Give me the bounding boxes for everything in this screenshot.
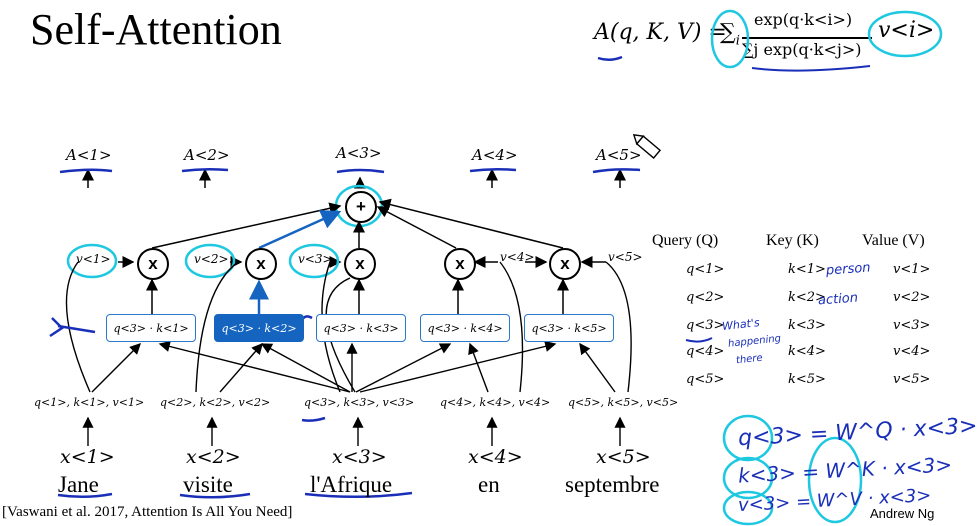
output-a3: A<3> [336, 144, 382, 162]
table-value-5: v<5> [893, 372, 931, 387]
dot-product-box-3: q<3> · k<3> [316, 314, 406, 342]
value-v2: v<2> [194, 252, 229, 266]
citation: [Vaswani et al. 2017, Attention Is All Y… [2, 504, 293, 520]
output-a5: A<5> [596, 146, 642, 164]
table-key-3: k<3> [788, 318, 826, 333]
formula-value: v<i> [878, 18, 935, 43]
table-key-2: k<2> [788, 290, 826, 305]
annotation-circle-value [867, 10, 943, 58]
note-action: action [817, 290, 859, 309]
input-x3: x<3> [332, 446, 387, 468]
multiply-node-2: x [245, 248, 277, 280]
table-value-2: v<2> [893, 290, 931, 305]
page-title: Self-Attention [30, 5, 282, 54]
table-query-3: q<3> [686, 318, 725, 333]
output-a4: A<4> [472, 146, 518, 164]
table-value-3: v<3> [893, 318, 931, 333]
pencil-icon [632, 134, 662, 159]
formula-fraction-bar [742, 37, 872, 39]
dot-product-box-1: q<3> · k<1> [106, 314, 196, 342]
table-query-5: q<5> [686, 372, 725, 387]
input-x5: x<5> [596, 446, 651, 468]
value-v4: v<4> [500, 250, 535, 264]
value-v3: v<3> [298, 252, 333, 266]
qkv-triple-1: q<1>, k<1>, v<1> [34, 396, 145, 409]
word-1: Jane [58, 472, 99, 497]
table-key-4: k<4> [788, 344, 826, 359]
note-person: person [825, 260, 872, 279]
value-v1: v<1> [76, 252, 111, 266]
attention-formula: A(q, K, V) = ∑i exp(q·k<i>) ∑j exp(q·k<j… [594, 10, 944, 72]
qkv-triple-2: q<2>, k<2>, v<2> [160, 396, 271, 409]
annotation-underline-a [597, 55, 623, 61]
table-header-value: Value (V) [862, 232, 925, 249]
table-key-1: k<1> [788, 262, 826, 277]
input-x1: x<1> [60, 446, 115, 468]
multiply-node-3: x [344, 248, 376, 280]
qkv-triple-3: q<3>, k<3>, v<3> [304, 396, 415, 409]
dot-product-box-5: q<3> · k<5> [524, 314, 614, 342]
author-credit: Andrew Ng [870, 506, 935, 521]
table-header-key: Key (K) [766, 232, 819, 249]
annotation-circle-sum [710, 9, 750, 69]
word-3: l'Afrique [310, 472, 393, 497]
multiply-node-4: x [444, 248, 476, 280]
table-value-4: v<4> [893, 344, 931, 359]
table-key-5: k<5> [788, 372, 826, 387]
dot-product-box-4: q<3> · k<4> [420, 314, 510, 342]
multiply-node-1: x [137, 248, 169, 280]
input-x2: x<2> [186, 446, 241, 468]
sum-node: + [345, 191, 377, 223]
value-v5: v<5> [608, 250, 643, 264]
formula-sum: ∑i [720, 20, 740, 49]
dot-product-box-2: q<3> · k<2> [214, 314, 304, 342]
input-x4: x<4> [468, 446, 523, 468]
table-query-2: q<2> [686, 290, 725, 305]
table-query-1: q<1> [686, 262, 725, 277]
word-2: visite [183, 472, 233, 497]
table-value-1: v<1> [893, 262, 931, 277]
multiply-node-5: x [549, 248, 581, 280]
annotation-underline-den [751, 65, 871, 72]
word-5: septembre [565, 472, 660, 497]
table-query-4: q<4> [686, 344, 725, 359]
formula-denominator: ∑j exp(q·k<j>) [742, 40, 862, 59]
formula-lhs: A(q, K, V) = [594, 20, 727, 45]
qkv-triple-5: q<5>, k<5>, v<5> [568, 396, 679, 409]
output-a2: A<2> [184, 146, 230, 164]
qkv-triple-4: q<4>, k<4>, v<4> [440, 396, 551, 409]
word-4: en [478, 472, 500, 497]
output-a1: A<1> [66, 146, 112, 164]
formula-numerator: exp(q·k<i>) [754, 10, 853, 29]
table-header-query: Query (Q) [652, 232, 719, 249]
